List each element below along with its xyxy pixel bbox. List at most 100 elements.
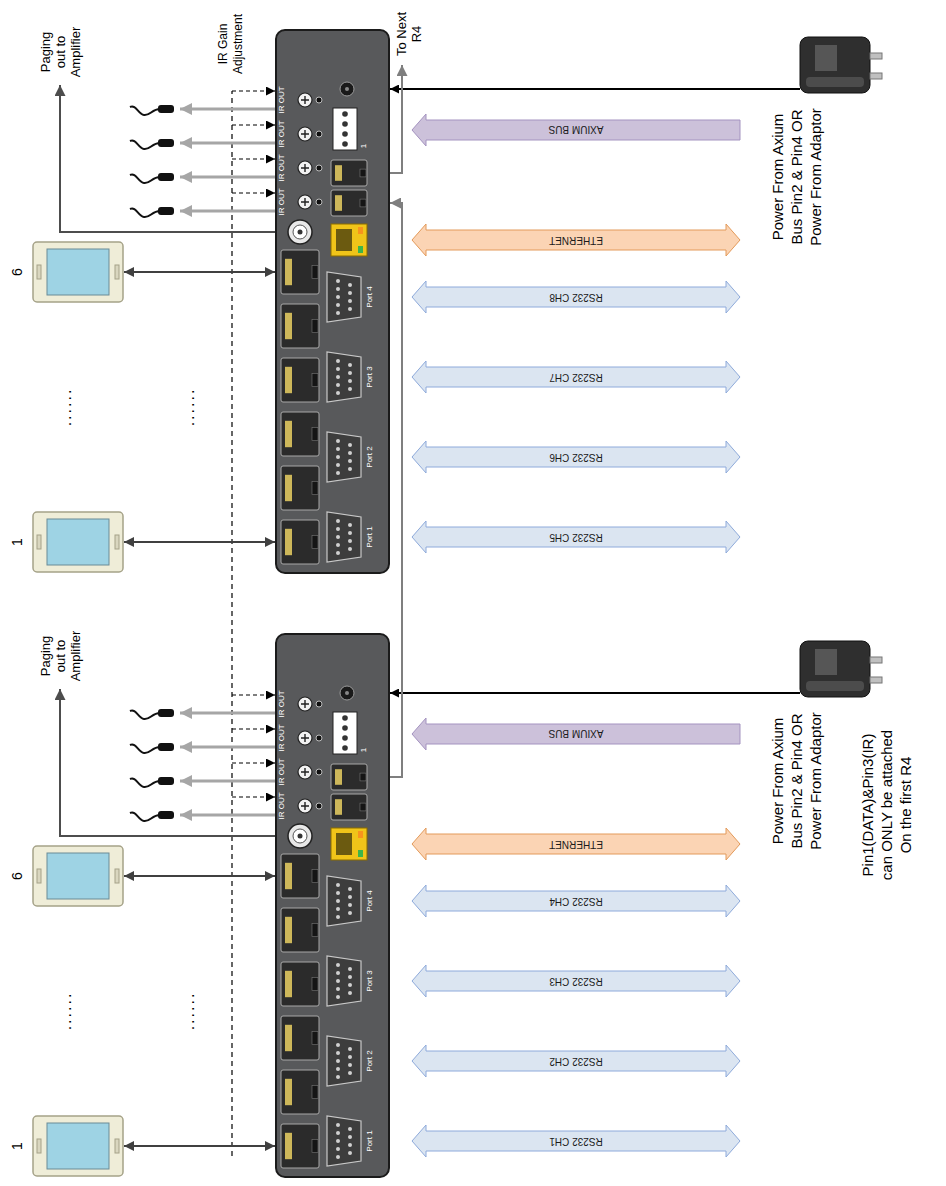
screw-cross <box>301 768 309 776</box>
panel-frame <box>33 846 123 906</box>
pin-note: Pin1(DATA)&Pin3(IR) can ONLY be attached… <box>858 724 915 886</box>
axium-pin <box>342 111 348 117</box>
adaptor-highlight <box>806 681 864 691</box>
panel-slot <box>115 535 119 549</box>
db9-pin <box>348 1055 352 1059</box>
touch-panel: 6 <box>32 241 124 303</box>
ir-gain-pointer <box>232 762 275 763</box>
db9-pin <box>348 1047 352 1051</box>
arrow-label: RS232 CH6 <box>549 451 602 463</box>
arrow-label: AXIUM BUS <box>548 728 603 740</box>
rj45-port <box>281 1016 319 1060</box>
arrow-label: RS232 CH3 <box>549 975 602 987</box>
text-holder: RS232 CH5 <box>412 521 740 553</box>
ir-emitter-icon <box>130 139 174 149</box>
block-arrow-shape <box>412 114 740 146</box>
paging-coax-core <box>298 834 303 839</box>
db9-pin <box>348 523 352 527</box>
axium-pin <box>342 131 348 137</box>
r4-device: Port 1Port 2Port 3Port 41IR OUTIR OUTIR … <box>275 29 390 574</box>
rj45-pins <box>335 195 342 211</box>
signal-block-arrow: RS232 CH6 <box>412 441 740 473</box>
text-holder: Power From Axium Bus Pin2 & Pin4 OR Powe… <box>768 706 825 856</box>
text-holder: Paging out to Amplifier <box>38 628 83 684</box>
ir-out-jack <box>316 735 322 741</box>
rj45-port <box>281 1070 319 1114</box>
panel-frame <box>33 512 123 572</box>
text-holder: 1 <box>359 744 369 756</box>
paging-coax-jack <box>288 220 312 244</box>
ellipsis-dots: ...... <box>180 382 198 432</box>
rj45-tab <box>312 923 318 936</box>
emitter-body <box>158 105 174 113</box>
ir-out-jack <box>316 769 322 775</box>
db9-pin <box>348 291 352 295</box>
to-next-line <box>390 65 402 173</box>
db9-pin <box>336 1051 340 1055</box>
emitter-body <box>158 743 174 751</box>
touch-panel: 6 <box>32 845 124 907</box>
rj45-tab <box>360 169 366 177</box>
text-holder: RS232 CH6 <box>412 441 740 473</box>
signal-block-arrow: RS232 CH7 <box>412 361 740 393</box>
text-holder: ETHERNET <box>412 828 740 860</box>
rj45-pins <box>285 1025 292 1051</box>
panel-slot <box>37 1139 41 1153</box>
ir-out-wire <box>180 780 275 783</box>
db9-shell <box>327 1036 361 1086</box>
next-r4-note: To Next R4 <box>394 8 424 60</box>
db9-pin <box>348 991 352 995</box>
block-arrow-shape <box>412 521 740 553</box>
paging-note: Paging out to Amplifier <box>38 628 83 684</box>
arrow-label: ETHERNET <box>549 234 603 246</box>
ir-out-wire <box>180 176 275 179</box>
db9-pin <box>336 383 340 387</box>
rj45-tab <box>312 373 318 386</box>
text-holder: 6 <box>8 845 26 907</box>
block-arrow-shape <box>412 1045 740 1077</box>
rj45-pins <box>335 799 342 815</box>
text-holder: Port 2 <box>365 437 375 477</box>
text-holder: IR OUT <box>277 118 287 150</box>
emitter-body <box>158 709 174 717</box>
emitter-cable <box>130 106 160 115</box>
db9-shell <box>327 352 361 402</box>
ir-gain-pointer <box>232 158 275 159</box>
power-line <box>390 692 800 694</box>
db9-shell <box>327 512 361 562</box>
ir-emitter-icon <box>130 207 174 217</box>
ethernet-jack <box>331 828 367 860</box>
rj45-pins <box>285 917 292 943</box>
ir-emitter-icon <box>130 173 174 183</box>
db9-pin <box>348 459 352 463</box>
panel-screen <box>47 1123 109 1169</box>
rj45-pins <box>285 971 292 997</box>
rj45-port <box>281 466 319 510</box>
db9-pin <box>336 527 340 531</box>
power-jack <box>340 686 354 700</box>
db9-pin <box>336 303 340 307</box>
rj45-tab <box>312 869 318 882</box>
db9-pin <box>348 467 352 471</box>
db9-pin <box>348 895 352 899</box>
ir-out-wire <box>180 210 275 213</box>
db9-pin <box>348 547 352 551</box>
connector-line <box>124 1145 275 1147</box>
arrow-label: RS232 CH1 <box>549 1135 602 1147</box>
db9-pin <box>336 295 340 299</box>
text-holder: IR OUT <box>277 722 287 754</box>
db9-pin <box>336 995 340 999</box>
text-holder: ...... <box>180 382 198 432</box>
rj45-port <box>281 520 319 564</box>
db9-pin <box>348 983 352 987</box>
paging-coax-core <box>298 230 303 235</box>
block-arrow-shape <box>412 718 740 750</box>
db9-pin <box>348 283 352 287</box>
emitter-cable <box>130 744 160 753</box>
ir-out-label: IR OUT <box>277 186 287 218</box>
db9-pin <box>348 1071 352 1075</box>
power-jack <box>340 82 354 96</box>
signal-block-arrow: ETHERNET <box>412 224 740 256</box>
port-label: Port 4 <box>365 277 375 317</box>
